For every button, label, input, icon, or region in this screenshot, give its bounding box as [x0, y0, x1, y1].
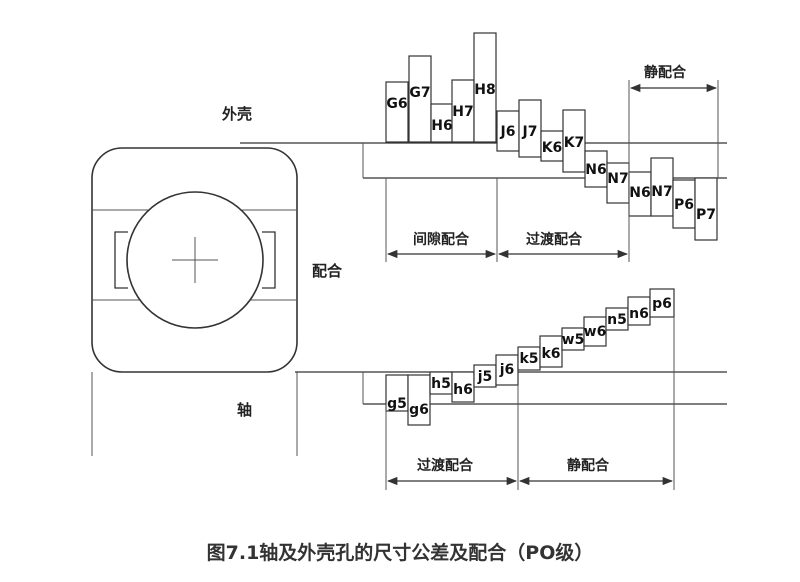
fit-label: 配合 — [312, 262, 343, 280]
shaft-tolerance-zones: g5 g6 h5 h6 j5 j6 k5 k6 w5 w6 n5 n6 p6 — [385, 288, 675, 426]
shaft-fit-zones: 过渡配合 静配合 — [385, 317, 675, 490]
shaft-tol-j5: j5 — [477, 369, 493, 385]
housing-tol-P7: P7 — [696, 207, 716, 223]
housing-tol-H6: H6 — [431, 118, 452, 134]
shaft-tol-w5: w5 — [562, 332, 585, 348]
zone-shaft-interference: 静配合 — [567, 457, 610, 474]
housing-tol-K6: K6 — [542, 140, 563, 156]
housing-tol-G7: G7 — [409, 85, 430, 101]
shaft-box-g6 — [407, 374, 431, 426]
shaft-label: 轴 — [237, 401, 252, 419]
housing-box-P7 — [694, 177, 718, 241]
shaft-tol-g5: g5 — [387, 396, 407, 412]
shaft-tol-k6: k6 — [541, 346, 560, 362]
housing-tol-G6: G6 — [386, 96, 407, 112]
housing-tol-N7b: N7 — [651, 184, 672, 200]
housing-tol-J6: J6 — [500, 124, 516, 140]
shaft-tol-h5: h5 — [431, 376, 451, 392]
housing-tol-N7: N7 — [607, 171, 628, 187]
housing-label: 外壳 — [221, 105, 252, 123]
shaft-tol-k5: k5 — [519, 351, 538, 367]
shaft-tol-g6: g6 — [409, 402, 429, 418]
housing-tol-N6: N6 — [585, 162, 606, 178]
bearing-drawing — [91, 147, 298, 456]
housing-tol-K7: K7 — [564, 135, 585, 151]
shaft-tol-n5: n5 — [607, 312, 627, 328]
housing-box-G6 — [385, 81, 409, 143]
shaft-tol-p6: p6 — [652, 296, 672, 312]
shaft-tol-j6: j6 — [499, 362, 515, 378]
zone-housing-transition: 过渡配合 — [526, 231, 583, 248]
housing-tol-H7: H7 — [452, 104, 473, 120]
shaft-box-k6 — [539, 335, 563, 368]
figure-caption: 图7.1轴及外壳孔的尺寸公差及配合（PO级） — [207, 541, 594, 564]
housing-tol-J7: J7 — [522, 124, 538, 140]
shaft-tol-n6: n6 — [629, 306, 649, 322]
zone-shaft-transition: 过渡配合 — [417, 457, 474, 474]
housing-box-H8 — [473, 32, 497, 143]
housing-tolerance-zones: G6 G7 H6 H7 H8 J6 J7 K6 K7 N6 N7 N6 N7 P… — [385, 32, 718, 241]
shaft-tol-w6: w6 — [584, 324, 607, 340]
zone-housing-clearance: 间隙配合 — [413, 231, 470, 248]
housing-tol-H8: H8 — [474, 82, 495, 98]
housing-tol-N6b: N6 — [629, 185, 650, 201]
housing-box-G7 — [408, 55, 432, 143]
housing-box-K7 — [562, 109, 586, 173]
shaft-tol-h6: h6 — [453, 382, 473, 398]
housing-tol-P6: P6 — [674, 197, 694, 213]
shaft-box-w6 — [583, 316, 607, 347]
shaft-box-p6 — [649, 288, 675, 318]
zone-housing-interference: 静配合 — [644, 64, 687, 81]
housing-fit-zones: 间隙配合 过渡配合 静配合 — [385, 64, 719, 262]
housing-box-J7 — [518, 99, 542, 158]
